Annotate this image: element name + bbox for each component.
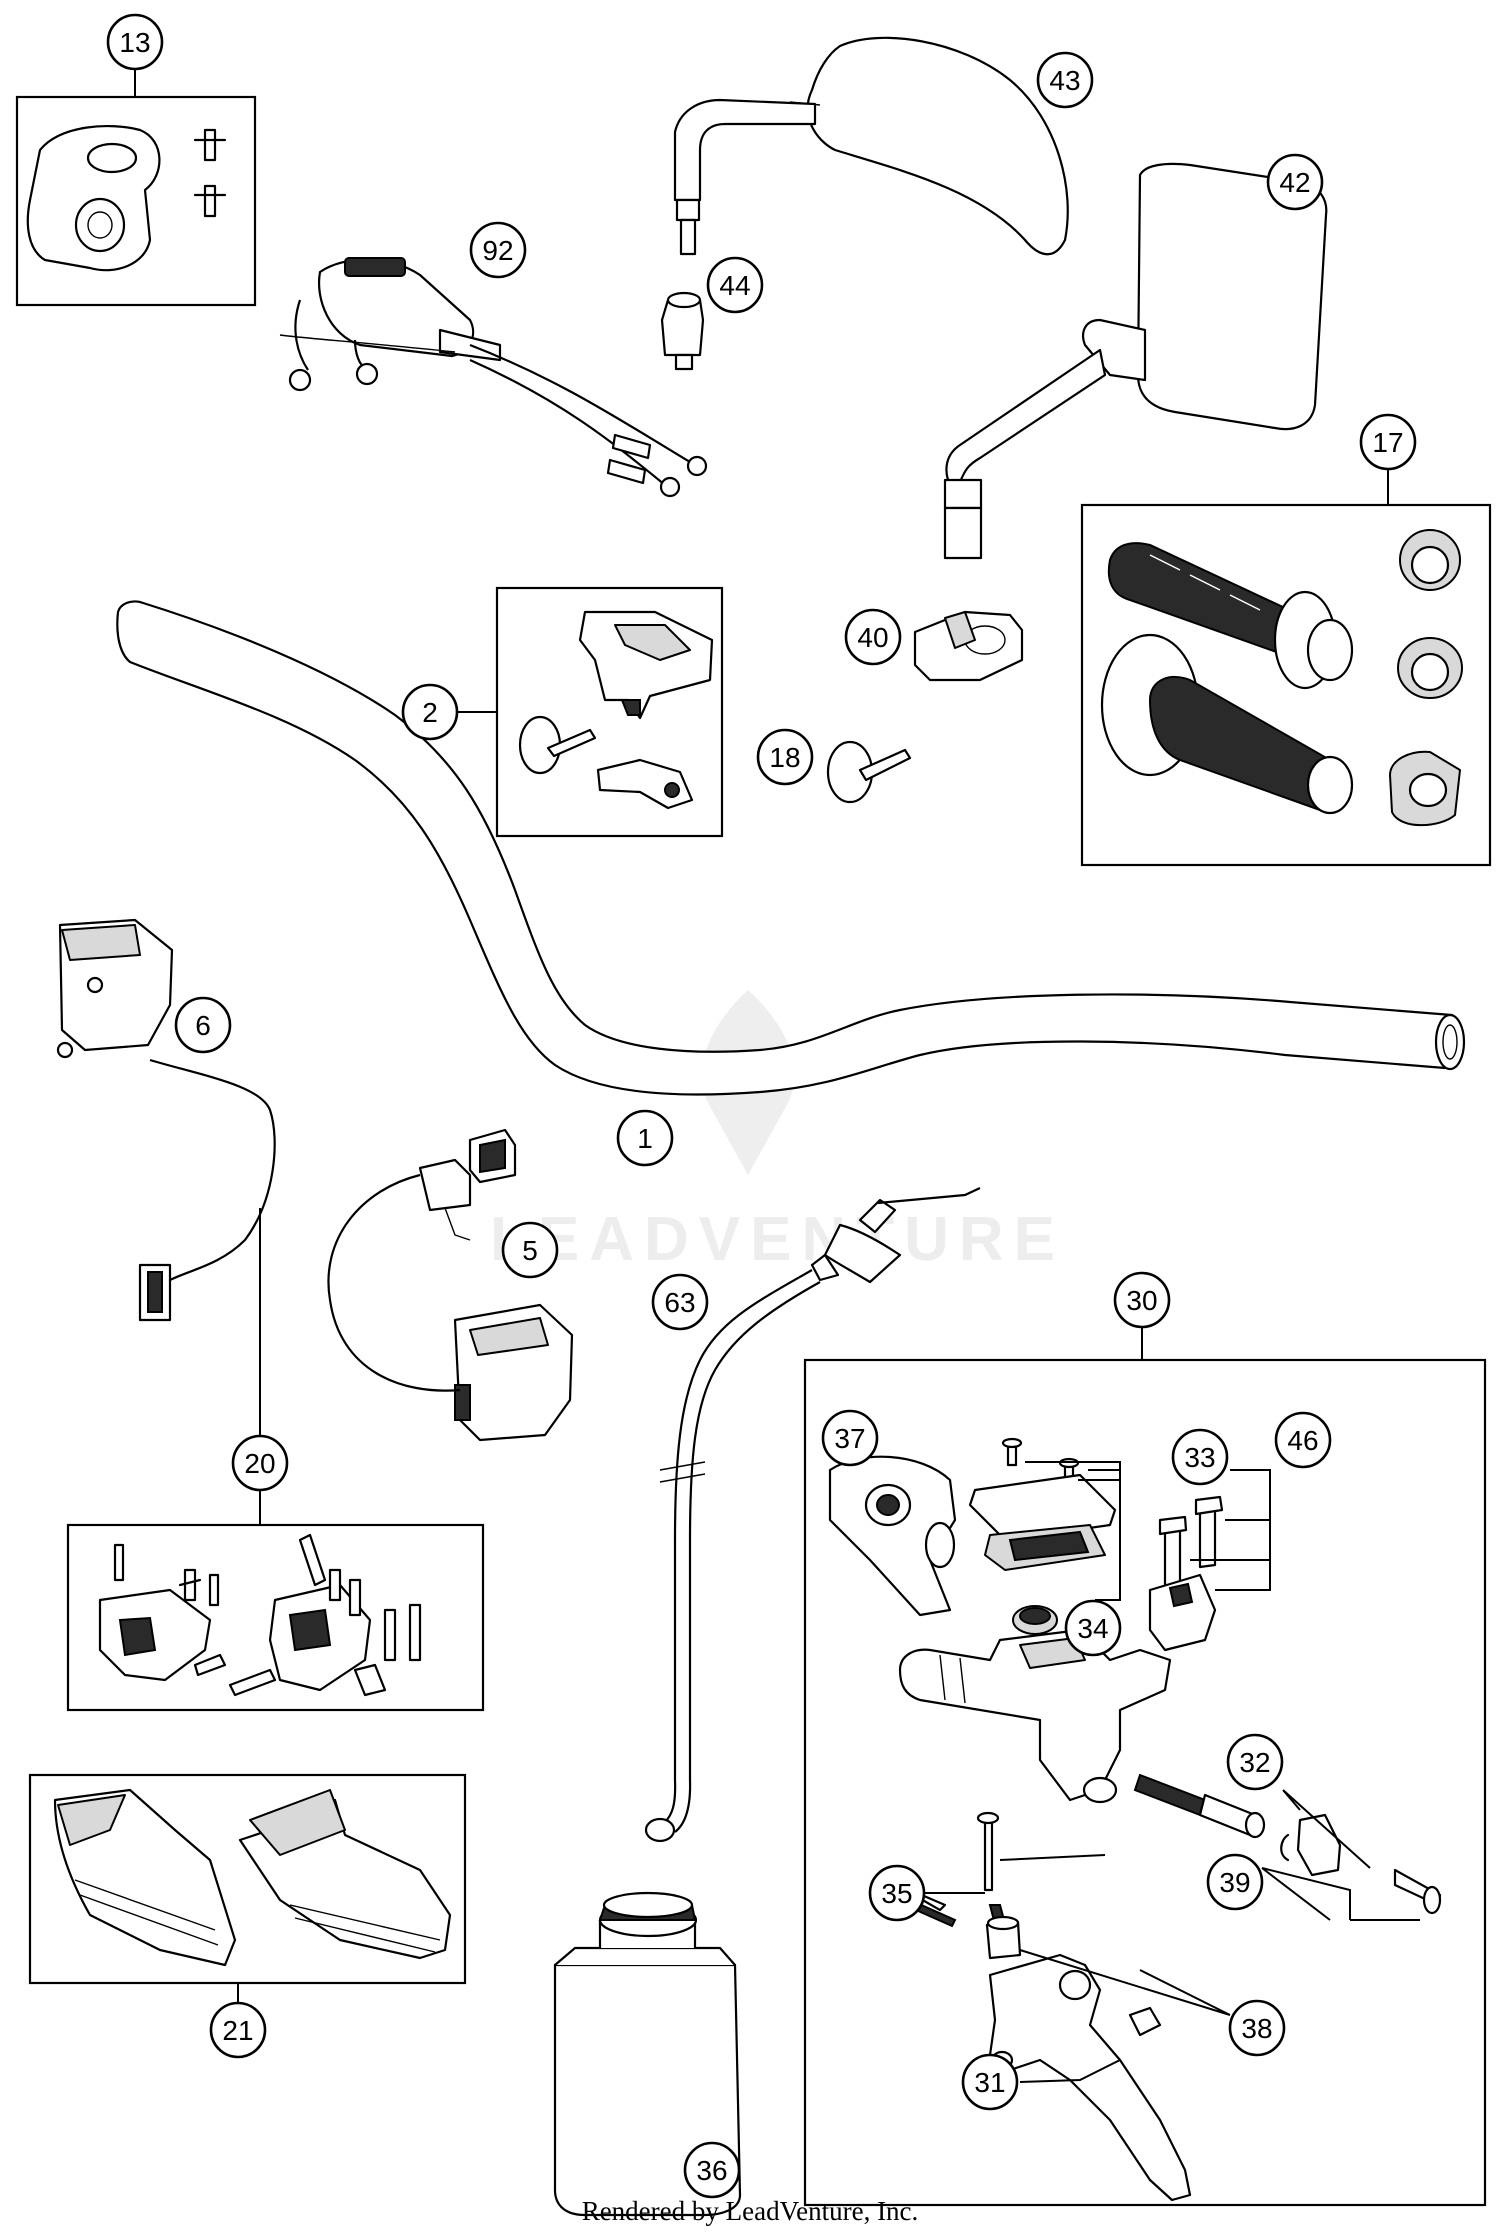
callout-label: 31 [974,2067,1005,2098]
callout-label: 35 [881,1878,912,1909]
leader-lines [134,70,1420,2083]
callout: 92 [469,221,527,279]
hand-guards[interactable] [28,1773,467,1985]
callout-label: 34 [1077,1613,1108,1644]
callout: 63 [651,1273,709,1331]
callout-label: 5 [522,1235,538,1266]
callout-label: 39 [1219,1867,1250,1898]
callout-label: 17 [1372,427,1403,458]
callout-label: 2 [422,697,438,728]
callout: 5 [501,1221,559,1279]
callout-label: 63 [664,1287,695,1318]
throttle-cable-assembly[interactable] [279,257,708,498]
mirror-right[interactable] [943,162,1328,560]
callout-label: 36 [696,2155,727,2186]
grip-kit[interactable] [1080,503,1492,867]
callout: 20 [231,1434,289,1492]
callout: 6 [174,996,232,1054]
callout: 33 [1171,1428,1229,1486]
callout-label: 30 [1126,1285,1157,1316]
callout: 40 [844,608,902,666]
callout-label: 21 [222,2015,253,2046]
callout: 34 [1064,1599,1122,1657]
cable-tie[interactable] [826,740,912,804]
callout: 37 [821,1409,879,1467]
callout: 44 [706,256,764,314]
callout-label: 18 [769,742,800,773]
callout-label: 6 [195,1010,211,1041]
callout: 46 [1274,1411,1332,1469]
callout: 2 [401,683,459,741]
callout: 43 [1036,51,1094,109]
callout-label: 43 [1049,65,1080,96]
callout-label: 42 [1279,167,1310,198]
callout-label: 37 [834,1423,865,1454]
watermark: LEADVENTURE [490,990,1065,1274]
callout-label: 46 [1287,1425,1318,1456]
callout: 32 [1226,1733,1284,1791]
callout: 13 [106,13,164,71]
watermark-text: LEADVENTURE [490,1205,1065,1274]
callout-label: 20 [244,1448,275,1479]
callout: 21 [209,2001,267,2059]
callout: 38 [1228,1999,1286,2057]
throttle-housing-kit[interactable] [15,95,257,307]
callout: 18 [756,728,814,786]
callout-label: 44 [719,270,750,301]
callout-label: 92 [482,235,513,266]
handlebar[interactable] [116,600,1466,1096]
callout: 1 [616,1109,674,1167]
mirror-adapter[interactable] [660,291,705,371]
callout: 36 [683,2141,741,2199]
callout: 39 [1206,1853,1264,1911]
mirror-clamp[interactable] [913,610,1024,682]
callout: 35 [868,1864,926,1922]
brake-master-cylinder-kit[interactable] [803,1358,1487,2207]
hand-guard-mount-kit[interactable] [66,1523,485,1712]
callout-label: 40 [857,622,888,653]
callout-label: 32 [1239,1747,1270,1778]
handlebar-pad-kit[interactable] [495,586,724,838]
callout: 30 [1113,1271,1171,1329]
footer-credit: Rendered by LeadVenture, Inc. [581,2196,919,2226]
mirror-left[interactable] [673,36,1069,256]
switch-right[interactable] [327,1128,574,1442]
callout: 17 [1359,413,1417,471]
callout: 42 [1266,153,1324,211]
callout-label: 33 [1184,1442,1215,1473]
callout: 31 [961,2053,1019,2111]
clutch-cable[interactable] [644,1187,981,1843]
switch-left[interactable] [56,918,276,1322]
callout-label: 1 [637,1123,653,1154]
callout-label: 38 [1241,2013,1272,2044]
callout-label: 13 [119,27,150,58]
